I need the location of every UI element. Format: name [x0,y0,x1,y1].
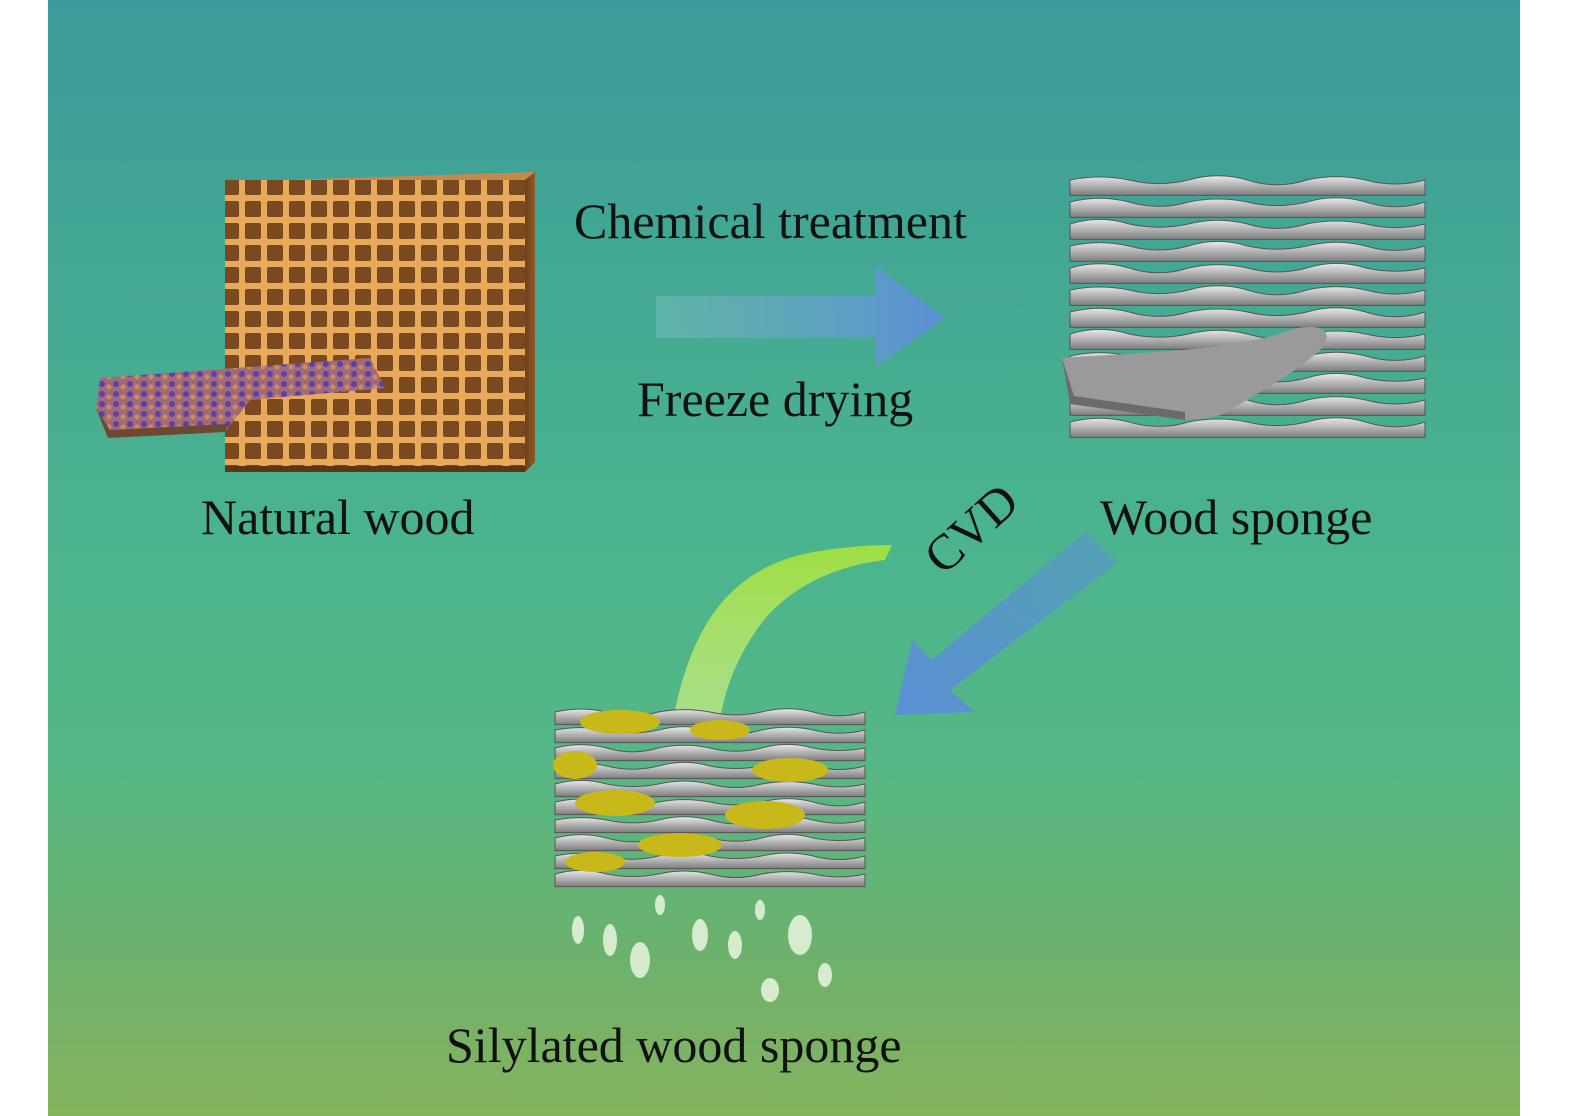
freeze-drying-label: Freeze drying [637,371,914,427]
natural-wood-label: Natural wood [201,489,475,545]
silylated-wood-sponge-label: Silylated wood sponge [446,1017,902,1073]
chemical-treatment-label: Chemical treatment [574,193,967,249]
wood-sponge-label: Wood sponge [1100,489,1373,545]
